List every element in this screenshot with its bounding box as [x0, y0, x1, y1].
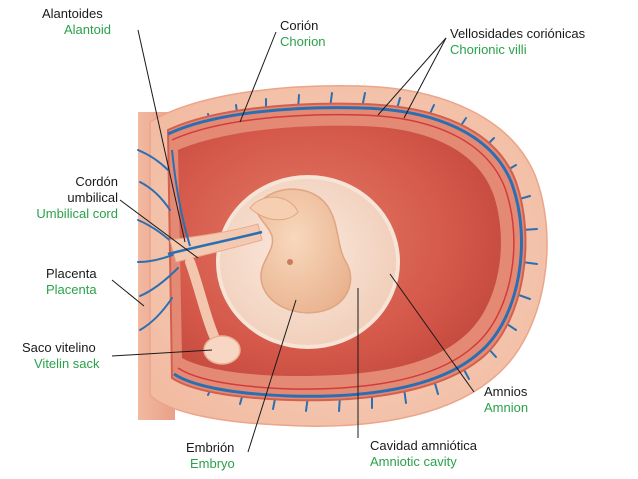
placenta-vessels: [137, 149, 181, 331]
label-placenta-en: Placenta: [46, 282, 97, 297]
label-allantois-en: Alantoid: [64, 22, 111, 37]
pointer-villi-2: [403, 37, 447, 119]
umbilical-vessel: [167, 230, 263, 256]
label-amnion-en: Amnion: [484, 400, 529, 415]
label-amnion-es: Amnios: [484, 384, 528, 399]
yolk-stalk: [185, 257, 219, 341]
label-umbilical-es-1: Cordón: [75, 174, 118, 189]
pointer-yolk: [111, 349, 213, 357]
pointer-umbilical: [119, 199, 199, 259]
label-yolk-sac: Saco vitelino Vitelin sack: [22, 340, 100, 372]
label-amnion: Amnios Amnion: [484, 384, 528, 416]
label-allantois: Alantoides Alantoid: [42, 6, 111, 38]
pointer-amnion: [389, 273, 475, 393]
pointer-placenta: [111, 279, 145, 307]
label-yolk-en: Vitelin sack: [34, 356, 100, 371]
embryo-spot: [287, 259, 293, 265]
chorion-vessel-blue: [167, 106, 523, 398]
label-allantois-es: Alantoides: [42, 6, 103, 21]
label-embryo-en: Embryo: [190, 456, 235, 471]
label-yolk-es: Saco vitelino: [22, 340, 96, 355]
label-villi-es: Vellosidades coriónicas: [450, 26, 586, 41]
label-chorion: Corión Chorion: [280, 18, 326, 50]
pointer-chorion: [239, 31, 277, 123]
label-chorion-es: Corión: [280, 18, 319, 33]
label-cavity-en: Amniotic cavity: [370, 454, 457, 469]
label-umbilical-cord: Cordón umbilical Umbilical cord: [12, 174, 118, 222]
label-villi-en: Chorionic villi: [450, 42, 527, 57]
pointer-allantois: [137, 29, 186, 243]
label-chorion-en: Chorion: [280, 34, 326, 49]
pointer-embryo: [247, 299, 297, 453]
allantois-vessel: [171, 149, 191, 247]
label-embryo-es: Embrión: [186, 440, 235, 455]
label-embryo: Embrión Embryo: [186, 440, 235, 472]
label-umbilical-es-2: umbilical: [67, 190, 118, 205]
label-placenta-es: Placenta: [46, 266, 97, 281]
chorion-vessel-red: [171, 113, 515, 390]
label-chorionic-villi: Vellosidades coriónicas Chorionic villi: [450, 26, 585, 58]
label-placenta: Placenta Placenta: [46, 266, 97, 298]
label-umbilical-en: Umbilical cord: [36, 206, 118, 221]
embryo-head-fold: [249, 196, 299, 221]
pointer-villi-1: [377, 37, 447, 116]
label-amniotic-cavity: Cavidad amniótica Amniotic cavity: [370, 438, 477, 470]
label-cavity-es: Cavidad amniótica: [370, 438, 477, 453]
